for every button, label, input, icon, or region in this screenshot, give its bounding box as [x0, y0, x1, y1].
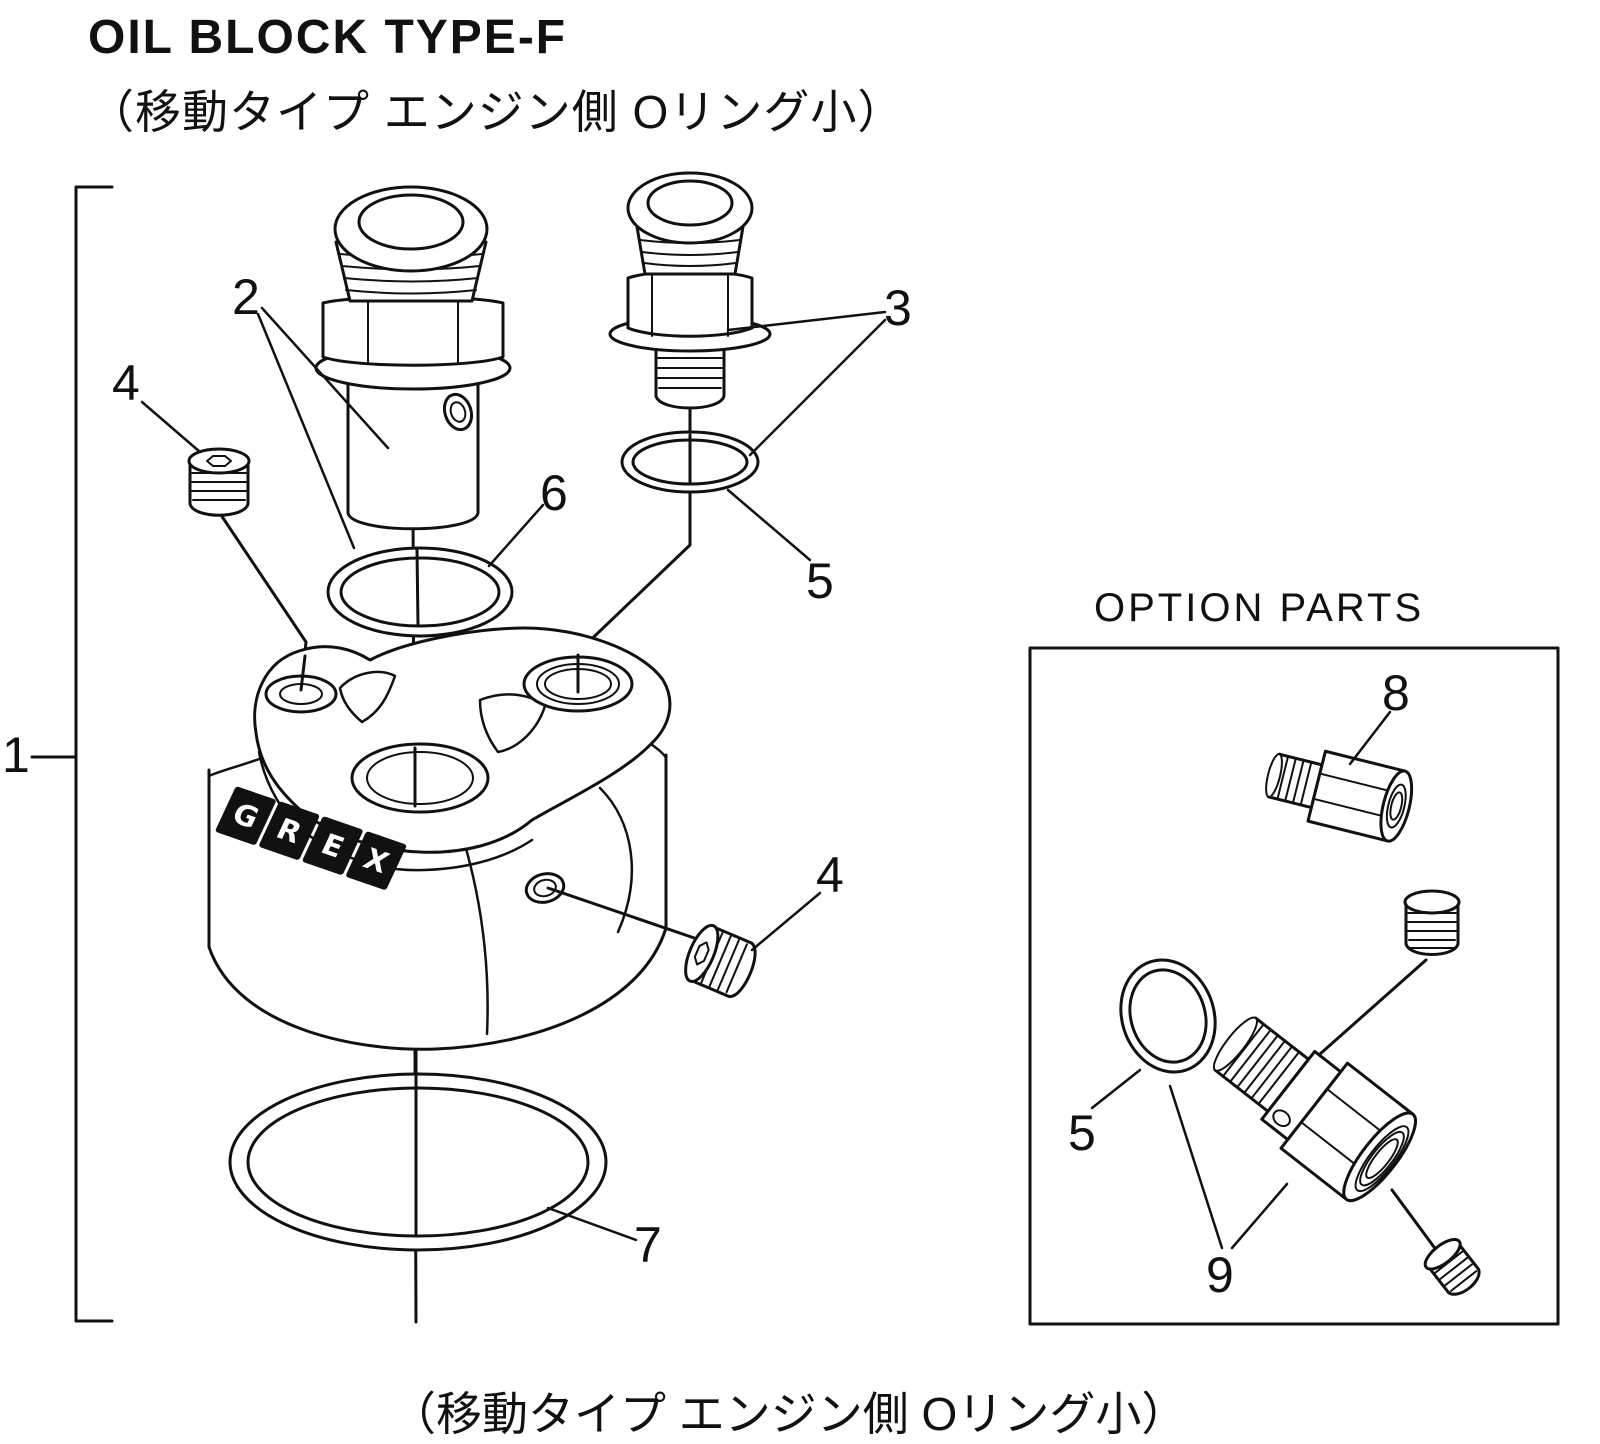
page-subtitle: （移動タイプ エンジン側 Oリング小）	[88, 86, 905, 138]
hex-plug-side	[684, 923, 757, 999]
option-plug-axis-top	[1300, 958, 1428, 1072]
option-parts-box	[1028, 646, 1560, 1326]
callout-7: 7	[634, 1217, 662, 1273]
leader-lines	[140, 306, 887, 1242]
option-parts-title: OPTION PARTS	[1094, 586, 1425, 630]
callout-4-left: 4	[112, 355, 140, 411]
oil-block-body	[207, 626, 672, 1051]
next-section-caption: （移動タイプ エンジン側 Oリング小）	[390, 1388, 1188, 1440]
side-plug-axis	[546, 886, 708, 944]
oring-small	[620, 430, 760, 494]
oring-large	[228, 1046, 608, 1252]
option-plug-bottom	[1423, 1237, 1481, 1296]
assembly-bracket	[30, 185, 114, 1323]
exploded-diagram	[30, 171, 1560, 1326]
callout-5-option: 5	[1068, 1105, 1096, 1161]
oring-mid	[326, 546, 514, 638]
callout-2: 2	[232, 269, 260, 325]
callout-9: 9	[1206, 1247, 1234, 1303]
option-oring	[1119, 958, 1217, 1074]
callout-8: 8	[1382, 665, 1410, 721]
callout-4-side: 4	[816, 847, 844, 903]
fitting-an-left	[314, 185, 512, 531]
option-fitting-9	[1212, 1016, 1417, 1203]
grex-logo: G R E X	[214, 786, 417, 891]
page-title: OIL BLOCK TYPE-F	[88, 11, 568, 64]
fitting-an-right	[608, 171, 772, 410]
callout-5: 5	[806, 553, 834, 609]
callout-3: 3	[884, 280, 912, 336]
option-adapter-8	[1265, 749, 1414, 843]
parts-catalog-page: { "header": { "title": "OIL BLOCK TYPE-F…	[2, 11, 1560, 1440]
hex-plug-left	[187, 447, 251, 517]
callout-1: 1	[2, 727, 30, 783]
option-leader-lines	[1090, 710, 1392, 1250]
option-plug-top	[1403, 889, 1461, 956]
callout-6: 6	[540, 465, 568, 521]
